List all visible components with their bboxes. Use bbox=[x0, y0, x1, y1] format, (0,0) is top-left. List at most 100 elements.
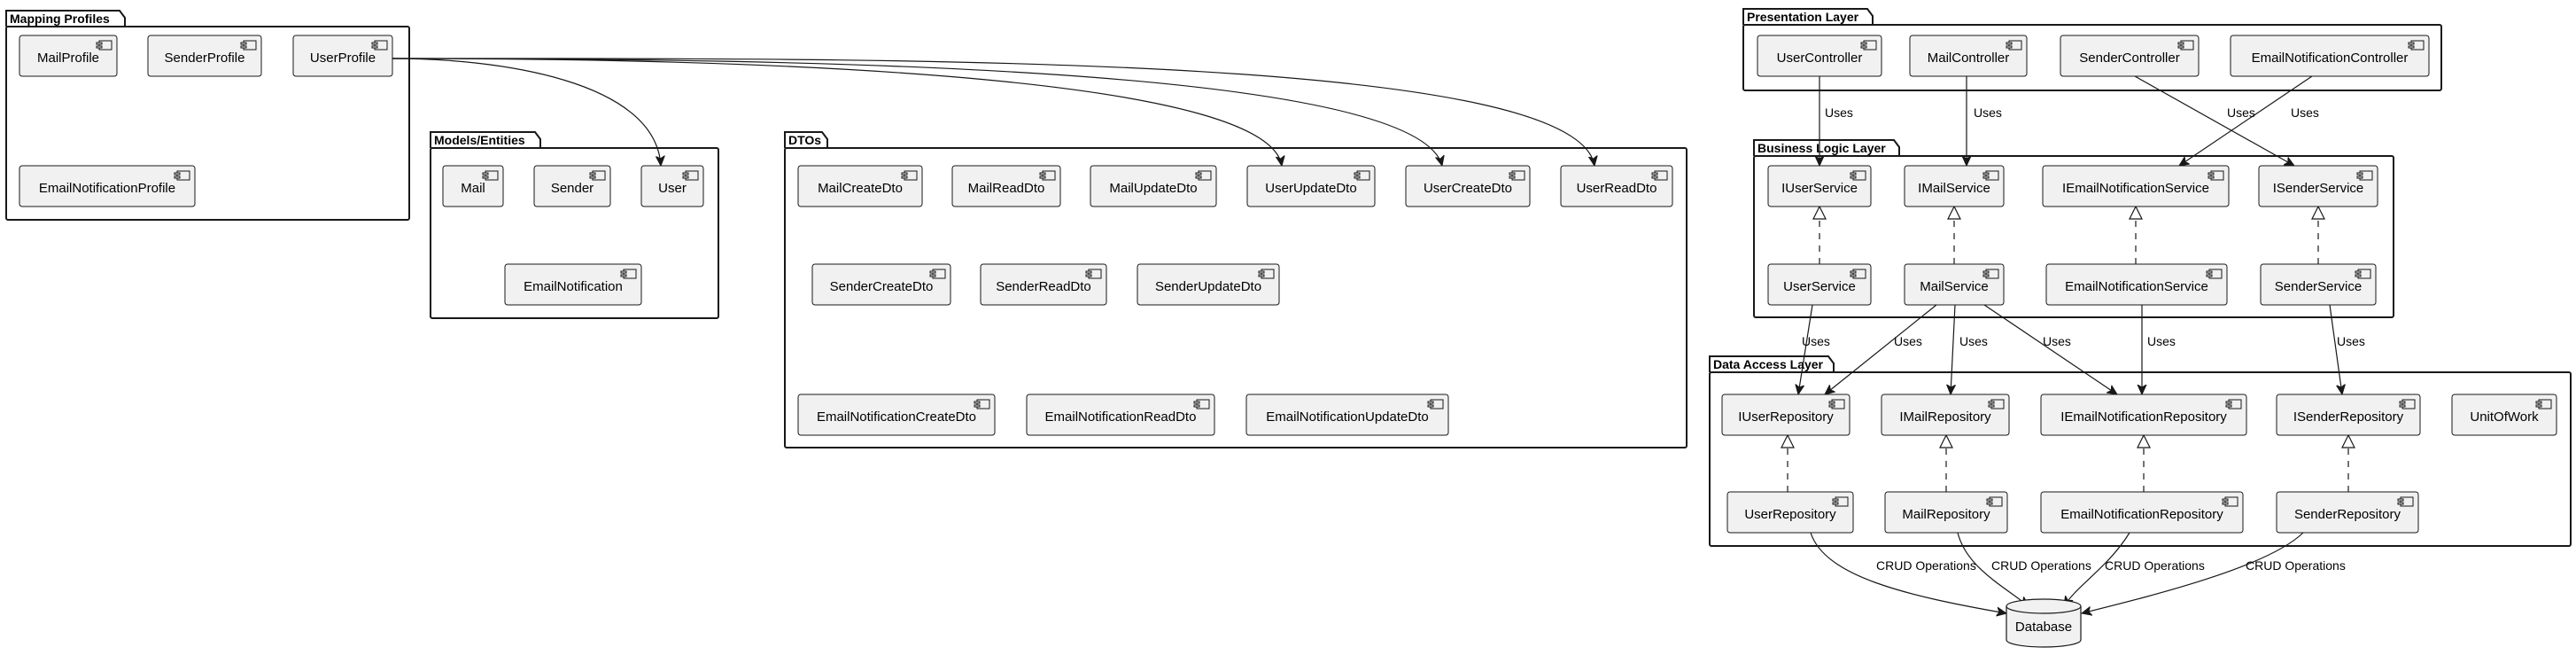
database-label: Database bbox=[2015, 620, 2072, 635]
dependency-edge-email-notification-repository-to-database bbox=[2064, 532, 2130, 606]
component-label: EmailNotification bbox=[524, 279, 623, 294]
component-user-controller[interactable]: UserController bbox=[1757, 35, 1882, 77]
component-i-user-service[interactable]: IUserService bbox=[1767, 165, 1872, 207]
component-i-email-notification-service[interactable]: IEmailNotificationService bbox=[2042, 165, 2230, 207]
component-user-repository[interactable]: UserRepository bbox=[1726, 491, 1854, 534]
component-box bbox=[1246, 165, 1376, 207]
component-icon bbox=[1982, 170, 1999, 181]
component-box bbox=[2451, 394, 2557, 436]
component-user-service[interactable]: UserService bbox=[1767, 263, 1872, 306]
component-label: IUserRepository bbox=[1738, 409, 1834, 425]
component-icon bbox=[901, 170, 918, 181]
component-mail-update-dto[interactable]: MailUpdateDto bbox=[1090, 165, 1217, 207]
component-i-email-notification-repository[interactable]: IEmailNotificationRepository bbox=[2040, 394, 2247, 436]
component-label: UserController bbox=[1777, 51, 1863, 66]
component-mail[interactable]: Mail bbox=[442, 165, 504, 207]
component-label: SenderReadDto bbox=[996, 279, 1091, 294]
component-label: UserReadDto bbox=[1577, 181, 1657, 196]
edge-label: Uses bbox=[2227, 105, 2255, 120]
component-sender-service[interactable]: SenderService bbox=[2260, 263, 2377, 306]
component-icon bbox=[1258, 269, 1275, 279]
component-icon bbox=[1982, 269, 1999, 279]
component-mail-profile[interactable]: MailProfile bbox=[19, 35, 118, 77]
component-box bbox=[1560, 165, 1673, 207]
component-icon bbox=[1195, 170, 1212, 181]
component-email-notification-repository[interactable]: EmailNotificationRepository bbox=[2040, 491, 2244, 534]
component-label: EmailNotificationReadDto bbox=[1045, 409, 1197, 425]
component-icon bbox=[1986, 496, 2003, 507]
component-box bbox=[1726, 491, 1854, 534]
component-icon bbox=[174, 170, 190, 181]
component-sender-read-dto[interactable]: SenderReadDto bbox=[980, 263, 1107, 306]
component-user-profile[interactable]: UserProfile bbox=[292, 35, 393, 77]
component-user-create-dto[interactable]: UserCreateDto bbox=[1405, 165, 1531, 207]
component-label: IUserService bbox=[1781, 181, 1858, 196]
component-user[interactable]: User bbox=[640, 165, 704, 207]
database-rim bbox=[2006, 605, 2082, 614]
component-sender[interactable]: Sender bbox=[533, 165, 611, 207]
component-box bbox=[1881, 394, 2010, 436]
component-email-notification[interactable]: EmailNotification bbox=[504, 263, 642, 306]
component-email-notification-profile[interactable]: EmailNotificationProfile bbox=[19, 165, 196, 207]
component-label: ISenderService bbox=[2273, 181, 2364, 196]
component-icon bbox=[2408, 40, 2425, 51]
component-label: IEmailNotificationRepository bbox=[2060, 409, 2227, 425]
component-user-read-dto[interactable]: UserReadDto bbox=[1560, 165, 1673, 207]
edge-label: Uses bbox=[2291, 105, 2319, 120]
component-email-notification-service[interactable]: EmailNotificationService bbox=[2045, 263, 2228, 306]
component-sender-profile[interactable]: SenderProfile bbox=[147, 35, 262, 77]
component-email-notification-create-dto[interactable]: EmailNotificationCreateDto bbox=[797, 394, 996, 436]
component-i-sender-repository[interactable]: ISenderRepository bbox=[2276, 394, 2421, 436]
component-icon bbox=[620, 269, 637, 279]
component-i-mail-service[interactable]: IMailService bbox=[1904, 165, 2005, 207]
component-i-user-repository[interactable]: IUserRepository bbox=[1721, 394, 1851, 436]
component-icon bbox=[482, 170, 499, 181]
package-title: Models/Entities bbox=[434, 133, 525, 147]
component-icon bbox=[1509, 170, 1525, 181]
dependency-edge-mail-service-to-i-email-notification-repository bbox=[1983, 304, 2117, 394]
component-icon bbox=[96, 40, 113, 51]
edge-label: Uses bbox=[1974, 105, 2002, 120]
component-i-mail-repository[interactable]: IMailRepository bbox=[1881, 394, 2010, 436]
component-label: SenderProfile bbox=[165, 51, 245, 66]
component-sender-create-dto[interactable]: SenderCreateDto bbox=[811, 263, 951, 306]
component-icon bbox=[2399, 399, 2416, 409]
component-unit-of-work[interactable]: UnitOfWork bbox=[2451, 394, 2557, 436]
component-mail-repository[interactable]: MailRepository bbox=[1884, 491, 2008, 534]
component-sender-controller[interactable]: SenderController bbox=[2060, 35, 2200, 77]
component-email-notification-read-dto[interactable]: EmailNotificationReadDto bbox=[1026, 394, 1215, 436]
component-icon bbox=[1860, 40, 1877, 51]
dependency-edge-user-service-to-i-user-repository bbox=[1798, 304, 1813, 394]
component-sender-update-dto[interactable]: SenderUpdateDto bbox=[1137, 263, 1280, 306]
component-sender-repository[interactable]: SenderRepository bbox=[2276, 491, 2419, 534]
dependency-edge-user-repository-to-database bbox=[1810, 532, 2006, 613]
component-email-notification-controller[interactable]: EmailNotificationController bbox=[2230, 35, 2430, 77]
edge-label: Uses bbox=[1894, 334, 1922, 348]
component-mail-service[interactable]: MailService bbox=[1904, 263, 2005, 306]
component-box bbox=[2258, 165, 2378, 207]
component-box bbox=[797, 394, 996, 436]
component-icon bbox=[2397, 496, 2414, 507]
database-cylinder[interactable]: Database bbox=[2006, 598, 2082, 648]
component-icon bbox=[2207, 170, 2224, 181]
component-mail-create-dto[interactable]: MailCreateDto bbox=[797, 165, 923, 207]
component-icon bbox=[1354, 170, 1370, 181]
component-icon bbox=[2222, 496, 2238, 507]
component-box bbox=[2260, 263, 2377, 306]
component-label: MailRepository bbox=[1902, 507, 1990, 522]
package-tab bbox=[1742, 8, 1874, 25]
component-i-sender-service[interactable]: ISenderService bbox=[2258, 165, 2378, 207]
package-tab bbox=[1753, 139, 1900, 156]
component-mail-read-dto[interactable]: MailReadDto bbox=[951, 165, 1061, 207]
component-icon bbox=[240, 40, 257, 51]
component-icon bbox=[1828, 399, 1845, 409]
component-label: UserUpdateDto bbox=[1265, 181, 1356, 196]
component-icon bbox=[1651, 170, 1668, 181]
component-email-notification-update-dto[interactable]: EmailNotificationUpdateDto bbox=[1245, 394, 1449, 436]
component-user-update-dto[interactable]: UserUpdateDto bbox=[1246, 165, 1376, 207]
component-box bbox=[980, 263, 1107, 306]
package-title: Business Logic Layer bbox=[1757, 141, 1886, 155]
component-mail-controller[interactable]: MailController bbox=[1909, 35, 2028, 77]
edge-label: Uses bbox=[2147, 334, 2176, 348]
component-icon bbox=[2206, 269, 2223, 279]
